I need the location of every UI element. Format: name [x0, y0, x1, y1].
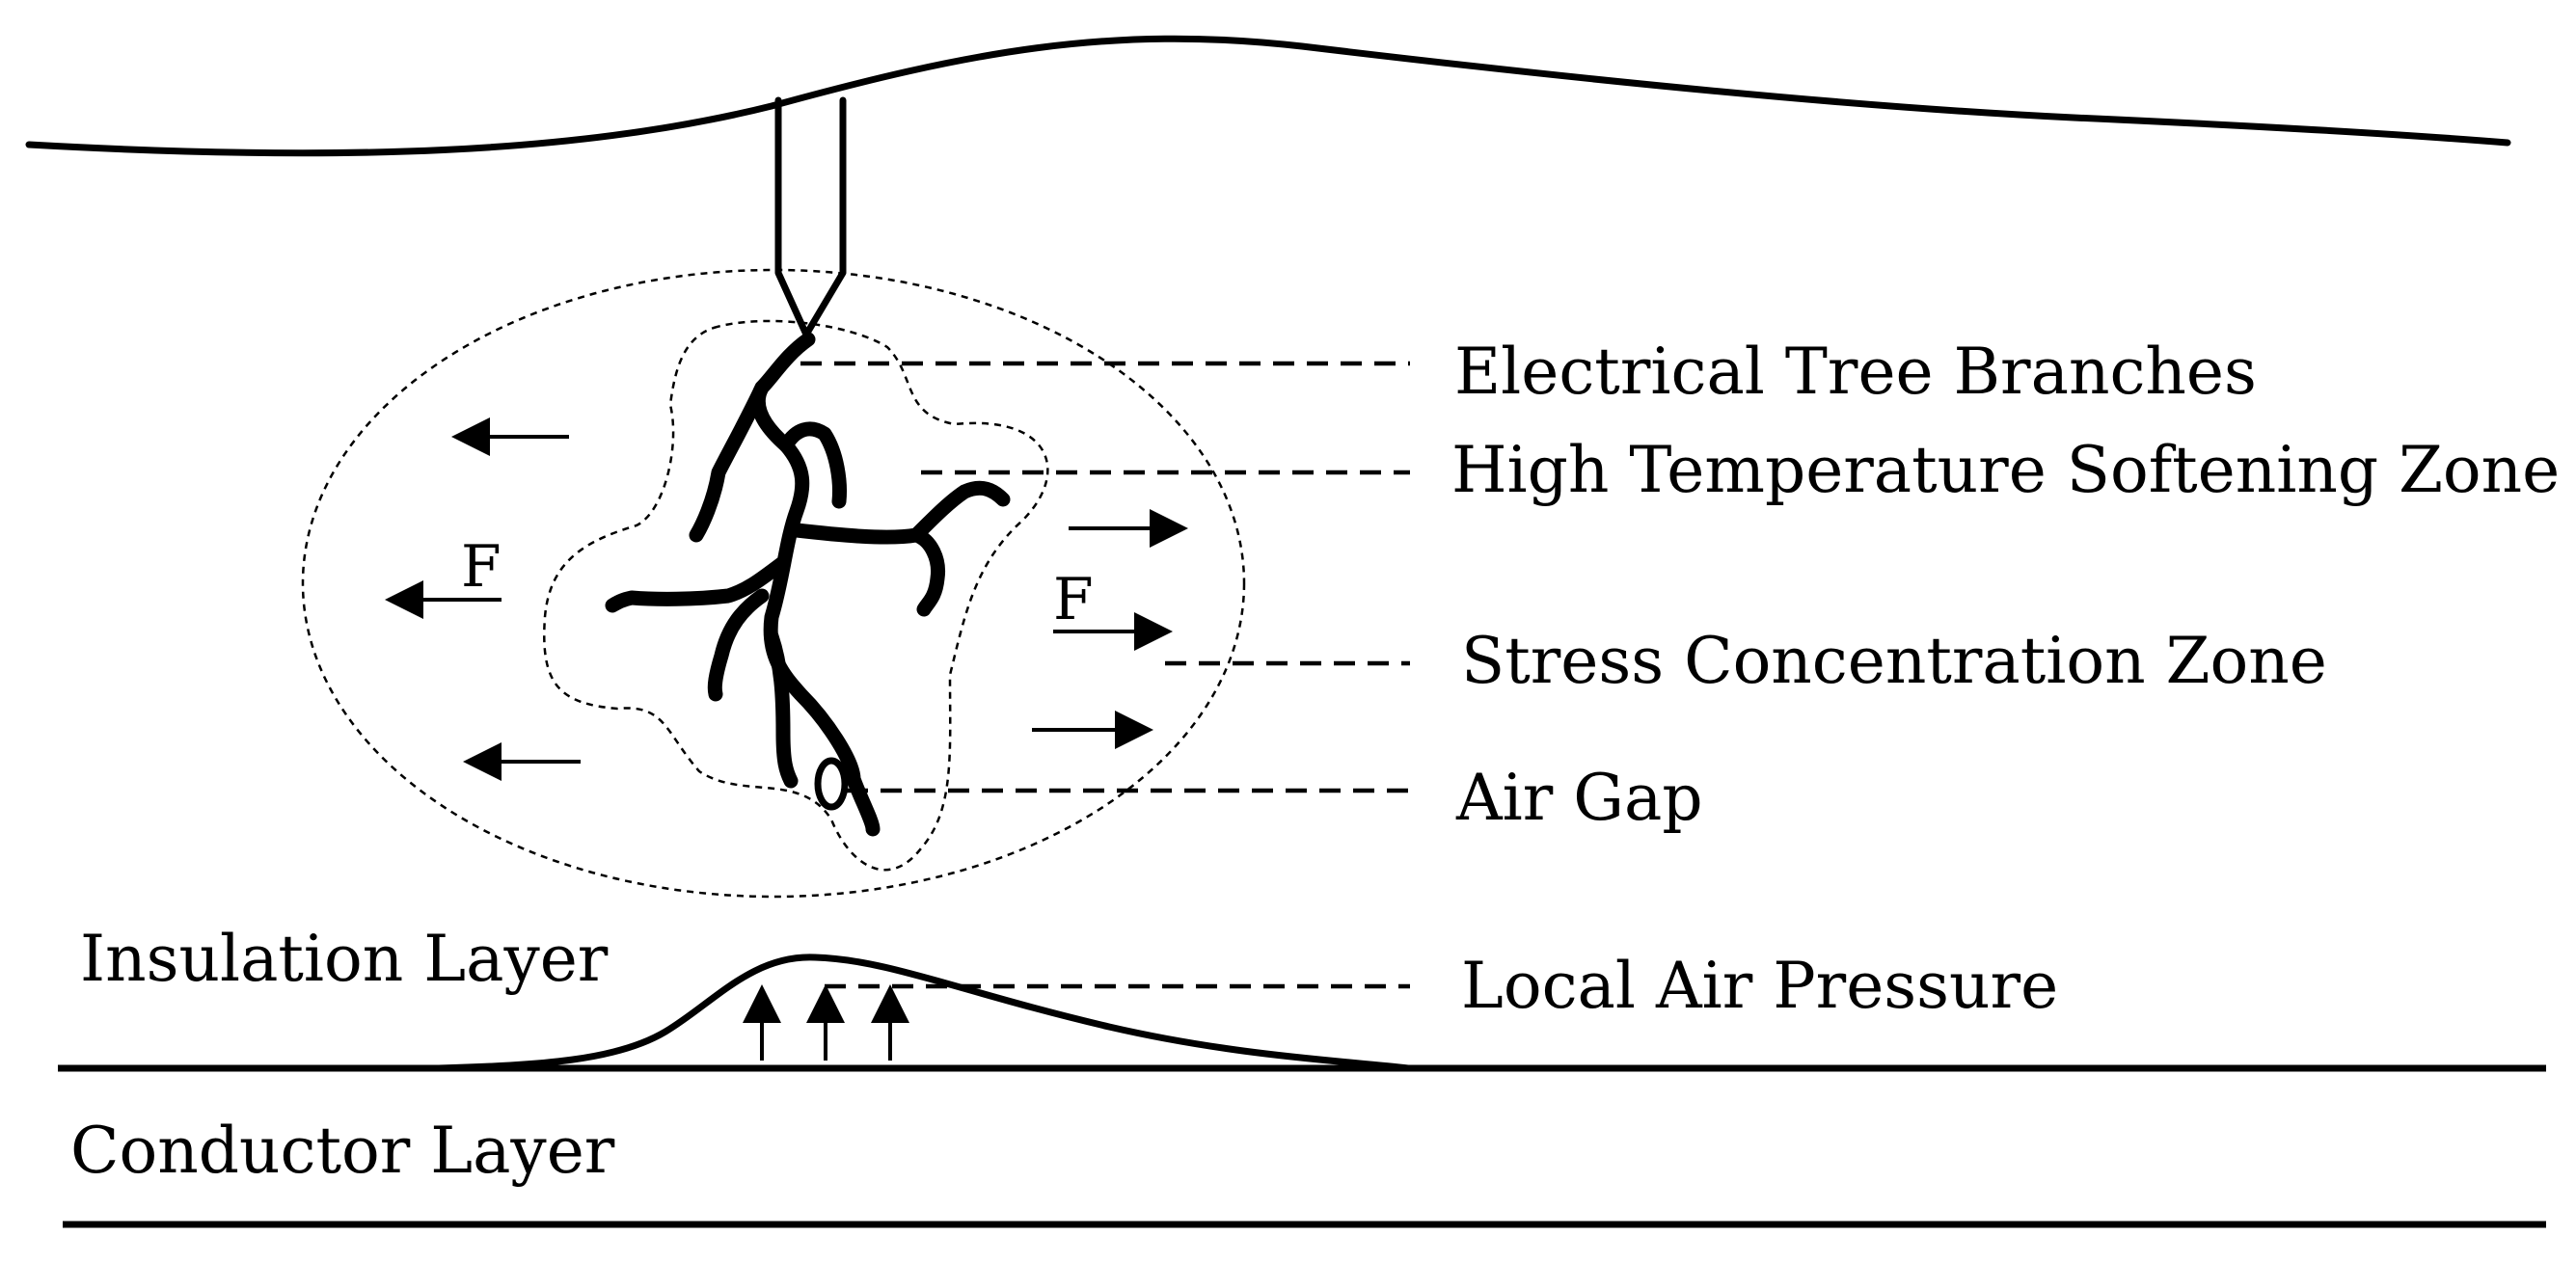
tree-branch	[908, 480, 1011, 543]
force-arrows-right	[1032, 509, 1188, 749]
label-air-gap: Air Gap	[1455, 761, 1703, 835]
label-tree-branches: Electrical Tree Branches	[1454, 335, 2257, 409]
electrical-tree	[605, 332, 1011, 837]
tree-branch	[778, 421, 847, 509]
pressure-arrows	[743, 984, 909, 1061]
needle-electrode	[774, 96, 847, 338]
tree-branch	[789, 523, 946, 617]
top-surface-curve	[25, 35, 2511, 157]
tree-trunk	[750, 332, 881, 837]
tree-branch	[689, 380, 770, 543]
label-local-pressure: Local Air Pressure	[1461, 949, 2058, 1023]
label-conductor-layer: Conductor Layer	[70, 1114, 615, 1188]
label-insulation-layer: Insulation Layer	[80, 922, 609, 996]
stress-concentration-zone	[301, 268, 1246, 899]
tree-branch	[605, 556, 789, 613]
pressure-bump	[435, 954, 1412, 1072]
label-stress-zone: Stress Concentration Zone	[1461, 624, 2327, 698]
force-label-left: F	[461, 533, 502, 601]
tree-branch	[764, 629, 799, 789]
force-label-right: F	[1053, 566, 1094, 633]
label-softening-zone: High Temperature Softening Zone	[1451, 433, 2560, 507]
air-gap-void	[814, 757, 849, 811]
force-arrows-left	[385, 417, 581, 781]
tree-branch	[707, 588, 770, 702]
